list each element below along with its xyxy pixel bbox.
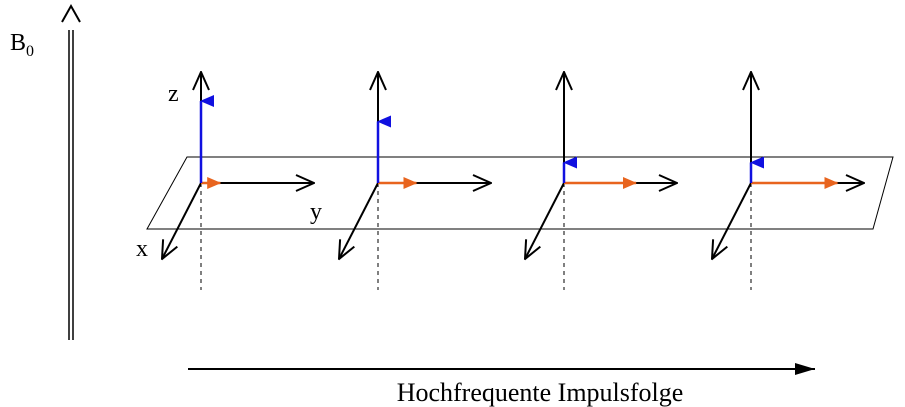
y-axis-label: y bbox=[310, 199, 322, 225]
caption: Hochfrequente Impulsfolge bbox=[397, 378, 684, 407]
b0-label: B0 bbox=[10, 30, 34, 60]
x-axis-label: x bbox=[136, 236, 148, 262]
z-axis-label: z bbox=[168, 81, 179, 107]
b0-field-arrow bbox=[61, 3, 81, 340]
frame-1-x-axis bbox=[162, 182, 202, 259]
xy-plane bbox=[146, 156, 894, 230]
frame-2-x-axis bbox=[339, 182, 379, 259]
frames bbox=[162, 72, 864, 290]
frame-4-x-axis bbox=[712, 182, 752, 259]
frame-3-x-axis bbox=[525, 182, 565, 259]
